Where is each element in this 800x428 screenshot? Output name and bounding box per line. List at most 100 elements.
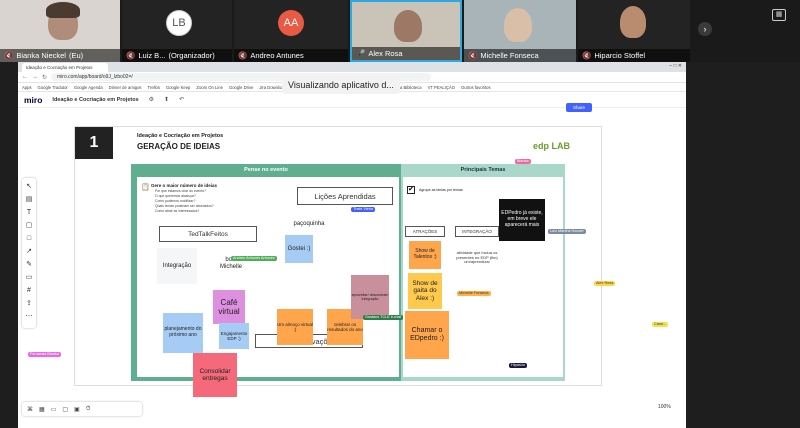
cursor-tool-icon[interactable]: ↖ — [26, 183, 32, 190]
sticky-note[interactable]: Café virtual — [213, 290, 245, 324]
mic-icon: 🎤 — [356, 49, 366, 58]
participant-tile[interactable]: AA 🔇 Andreo Antunes — [234, 0, 348, 62]
sticky-note[interactable]: Engajamento EDP :) — [219, 323, 249, 349]
miro-logo[interactable]: miro — [24, 94, 43, 105]
browser-tab[interactable]: Ideação e Cocriação em Projetos — [22, 63, 108, 72]
participant-tile[interactable]: LB 🔇 Luiz B... (Organizador) — [122, 0, 232, 62]
bookmark-item[interactable]: Jira Download — [259, 84, 286, 90]
board-menu-icon[interactable]: ▦ — [39, 406, 45, 413]
bookmark-item[interactable]: Trellos — [147, 84, 160, 90]
board-title[interactable]: Ideação e Cocriação em Projetos — [52, 96, 139, 103]
sticky-note[interactable]: Integração — [157, 248, 197, 284]
screen-icon[interactable]: ▣ — [74, 406, 80, 413]
licoes-aprendidas-box[interactable]: Lições Aprendidas — [297, 187, 393, 205]
window-controls[interactable]: – □ ✕ — [669, 63, 682, 69]
shape-tool-icon[interactable]: □ — [26, 235, 32, 242]
participant-tile[interactable]: 🔇 Bianka Nieckel (Eu) — [0, 0, 120, 62]
reload-icon[interactable]: ↻ — [42, 74, 48, 81]
participant-name: Luiz B... — [138, 51, 166, 60]
sticky-note[interactable]: paçoquinha — [287, 215, 331, 233]
frame-title-big: GERAÇÃO DE IDEIAS — [137, 142, 221, 151]
forward-icon[interactable]: → — [32, 74, 38, 80]
atracoes-box[interactable]: ATRAÇÕES — [405, 226, 445, 237]
comment-tool-icon[interactable]: ▭ — [25, 274, 33, 281]
participant-name-bar: 🔇 Michelle Fonseca — [464, 49, 576, 62]
sticky-note[interactable]: planejamento do próximo ano — [163, 313, 203, 353]
cursor-tag: Luiz Martins Hoover — [548, 229, 586, 234]
integracao-box[interactable]: INTEGRAÇÃO — [455, 226, 499, 237]
more-tools-icon[interactable]: ⋯ — [25, 313, 33, 320]
sticky-note[interactable]: aproveitar/ descontrair/ Integração — [351, 275, 389, 319]
gallery-next-icon[interactable]: › — [698, 22, 712, 36]
bookmark-item[interactable]: Apps — [22, 84, 32, 90]
sticky-note[interactable]: EDPedro já existe, em breve ele aparecer… — [499, 199, 545, 241]
cursor-tag: Alex Rosa — [594, 281, 616, 286]
participant-name-bar: 🎤 Alex Rosa — [352, 47, 460, 60]
mic-muted-icon: 🔇 — [126, 51, 136, 60]
bookmark-item[interactable]: VT PEALIÇÃO — [427, 84, 455, 90]
share-button[interactable]: Share — [566, 103, 592, 112]
participant-name: Hiparcio Stoffel — [594, 51, 646, 60]
frame-tool-icon[interactable]: # — [27, 287, 31, 294]
board-frame[interactable]: 1 Ideação e Cocriação em Projetos GERAÇÃ… — [74, 126, 602, 397]
participant-video — [620, 6, 646, 38]
url-input[interactable]: miro.com/app/board/o9J_lzbo02=/ — [51, 73, 432, 81]
participant-name: Michelle Fonseca — [480, 51, 539, 60]
sticky-note[interactable]: Gostei :) — [285, 235, 313, 263]
participant-name-bar: 🔇 Hiparcio Stoffel — [578, 49, 690, 62]
instructions-icon: 📋 — [141, 184, 150, 191]
timer-icon[interactable]: ⏱ — [85, 405, 91, 412]
brand-logo: edp LAB — [533, 141, 570, 151]
bookmark-item[interactable]: Outros favoritos — [461, 84, 491, 90]
mic-muted-icon: 🔇 — [4, 51, 14, 60]
bottom-toolbar: ⌘ ▦ ▭ ▢ ▣ ⏱ — [22, 402, 142, 416]
zoom-level[interactable]: 100% — [658, 404, 671, 410]
participant-hair — [46, 2, 80, 18]
settings-icon[interactable]: ⚙ — [148, 97, 155, 103]
bookmark-item[interactable]: Dinner de amigos — [108, 84, 142, 90]
mic-muted-icon: 🔇 — [582, 51, 592, 60]
participant-tile-active[interactable]: 🎤 Alex Rosa — [350, 0, 462, 62]
grid-icon[interactable]: ⌘ — [27, 406, 33, 413]
bookmark-item[interactable]: Zoom On Line — [196, 84, 223, 90]
upload-tool-icon[interactable]: ⇪ — [26, 300, 32, 307]
cursor-tag: Michelle Fonseca — [457, 291, 491, 296]
sticky-note[interactable]: Show de Talentos :) — [409, 241, 441, 269]
bookmark-item[interactable]: Google Keep — [165, 84, 191, 90]
chat-icon[interactable]: ▭ — [50, 406, 57, 413]
bookmark-item[interactable]: Minha Biblioteca — [390, 84, 422, 90]
participant-name-bar: 🔇 Bianka Nieckel (Eu) — [0, 49, 120, 62]
participant-tile[interactable]: 🔇 Michelle Fonseca — [464, 0, 576, 62]
text-tool-icon[interactable]: T — [26, 209, 32, 216]
sticky-note[interactable]: Um almoço virtual :) — [277, 309, 313, 345]
bookmark-item[interactable]: Google Tradutor — [37, 84, 68, 90]
view-toggle-icon[interactable]: ▦ — [772, 9, 786, 21]
sticky-note[interactable]: Consolidar entregas — [193, 353, 237, 397]
tedtalk-box[interactable]: TedTalkFeitos — [159, 226, 257, 242]
sticky-note[interactable]: atividade que inclua os presentes no EDP… — [455, 239, 499, 277]
bookmark-item[interactable]: Google Drive — [228, 84, 254, 90]
sticky-tool-icon[interactable]: ▢ — [25, 222, 33, 229]
participant-suffix: (Eu) — [68, 51, 84, 60]
participant-tile[interactable]: 🔇 Hiparcio Stoffel — [578, 0, 690, 62]
templates-tool-icon[interactable]: ▤ — [25, 196, 33, 203]
comments-icon[interactable]: ▢ — [62, 406, 69, 413]
instruction-item: Como atrair as interessados? — [155, 209, 200, 213]
instruction-item: O que queremos alcançar? — [155, 194, 196, 198]
bookmark-item[interactable]: Google Agenda — [73, 84, 103, 90]
instruction-item: Como podemos mobilizar? — [155, 199, 196, 203]
undo-icon[interactable]: ↶ — [179, 97, 185, 103]
participant-name: Bianka Nieckel — [16, 51, 66, 60]
pen-tool-icon[interactable]: ✎ — [26, 261, 32, 268]
arrow-tool-icon[interactable]: ↗ — [26, 248, 32, 255]
sticky-note[interactable]: Show de gaita do Alex :) — [408, 273, 442, 309]
participant-name: Alex Rosa — [368, 49, 403, 58]
checkbox-icon: ✔ — [407, 186, 415, 194]
participant-video — [504, 8, 532, 42]
back-icon[interactable]: ← — [22, 74, 28, 80]
cursor-tag: Andreo Antunes Antunes — [231, 256, 277, 261]
upload-icon[interactable]: ⬆ — [164, 97, 170, 103]
sticky-note[interactable]: Chamar o EDpedro :) — [405, 311, 449, 359]
sticky-note[interactable]: bolo Michelle — [215, 247, 247, 281]
browser-tab-strip: Ideação e Cocriação em Projetos – □ ✕ — [18, 62, 686, 72]
